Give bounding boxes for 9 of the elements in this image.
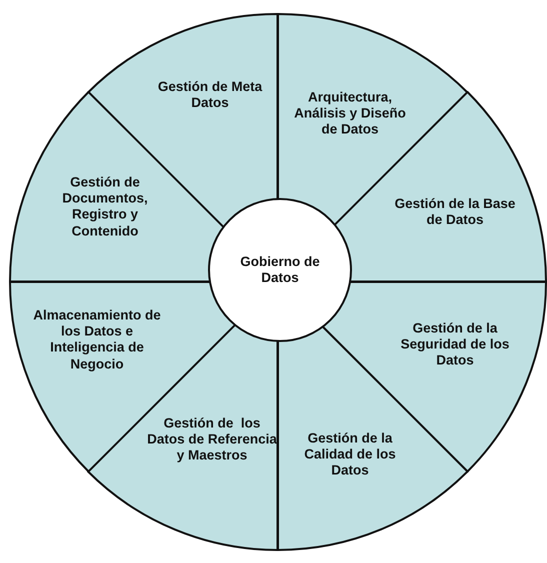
center-label: Gobierno de Datos: [239, 254, 321, 286]
segment-label: Gestión de los Datos de Referencia y Maestros: [146, 416, 277, 464]
segment-label: Gestión de Meta Datos: [156, 78, 264, 112]
segment-label: Gestión de Documentos, Registro y Contenido: [61, 174, 149, 240]
segment-label: Gestión de la Base de Datos: [394, 196, 516, 228]
segment-label: Almacenamiento de los Datos e Inteligencia de Negocio: [32, 308, 162, 372]
segment-label: Arquitectura, Análisis y Diseño de Datos: [293, 90, 407, 138]
segment-label: Gestión de la Calidad de los Datos: [303, 430, 397, 480]
segment-label: Gestión de la Seguridad de los Datos: [400, 320, 510, 370]
